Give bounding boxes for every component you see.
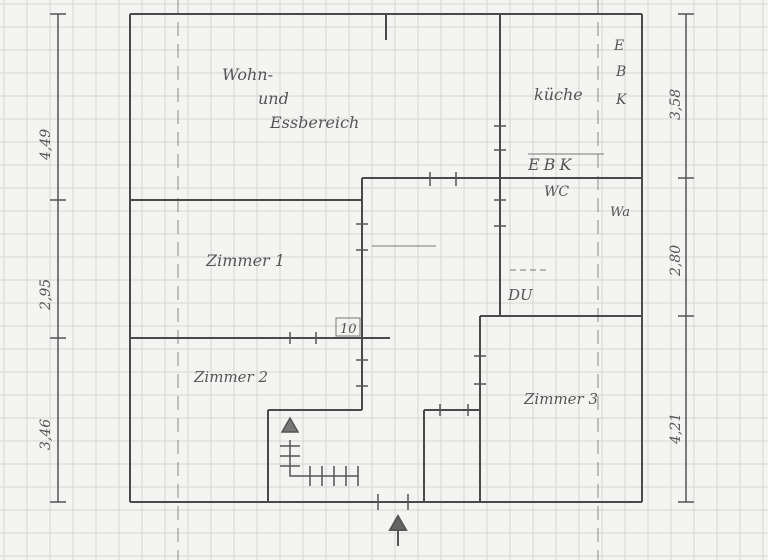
walls xyxy=(129,13,643,503)
room-label-wohn-3: Essbereich xyxy=(269,113,359,132)
entrance-arrow-icon xyxy=(388,513,408,546)
dimension-line-right xyxy=(678,13,694,503)
door-ticks xyxy=(289,125,506,510)
room-label-zimmer-2: Zimmer 2 xyxy=(193,368,268,386)
room-label-kueche: küche xyxy=(534,85,583,104)
dimension-line-left xyxy=(50,13,66,503)
room-label-wohn-2: und xyxy=(258,89,289,108)
label-mark-10: 10 xyxy=(340,322,357,337)
dim-left-3: 3,46 xyxy=(38,419,54,450)
staircase xyxy=(280,416,359,486)
label-ebk-side-e: E xyxy=(613,38,624,54)
room-label-wa: Wa xyxy=(610,205,630,220)
room-label-wc: WC xyxy=(544,184,569,200)
dim-left-1: 4,49 xyxy=(38,129,54,161)
label-ebk-side-b: B xyxy=(615,64,626,80)
room-label-wohn-1: Wohn- xyxy=(222,65,273,84)
room-label-zimmer-1: Zimmer 1 xyxy=(205,251,285,270)
room-label-du: DU xyxy=(507,286,534,304)
dim-right-1: 3,58 xyxy=(668,89,684,120)
dim-right-2: 2,80 xyxy=(668,245,684,277)
construction-lines xyxy=(177,0,599,560)
label-ebk-top: EBK xyxy=(527,155,575,174)
interior-marks xyxy=(335,153,604,337)
room-label-zimmer-3: Zimmer 3 xyxy=(523,390,598,408)
dim-left-2: 2,95 xyxy=(38,279,54,311)
dim-right-3: 4,21 xyxy=(668,413,684,445)
label-ebk-side-k: K xyxy=(615,92,628,108)
